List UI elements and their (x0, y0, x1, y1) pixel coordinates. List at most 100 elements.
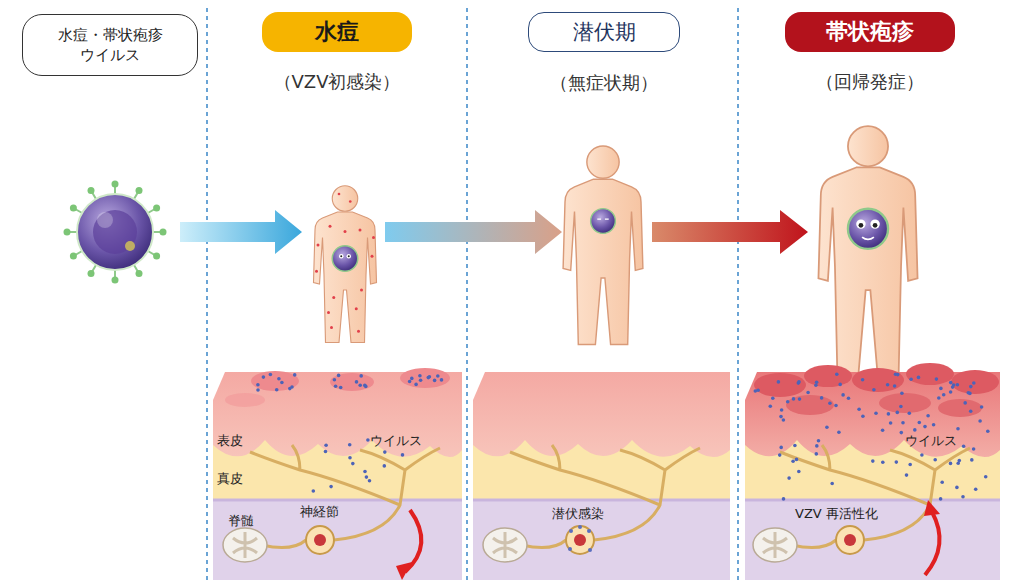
virus-dot (348, 456, 352, 460)
virus-dot (874, 411, 878, 415)
virus-dot (293, 373, 297, 377)
stage-subtitle: （VZV初感染） (202, 70, 472, 94)
virus-dot (366, 438, 370, 442)
virus-label: ウイルス (905, 432, 957, 450)
virus-dot (815, 444, 819, 448)
part-label: 脊髄 (228, 512, 254, 530)
virus-dot (909, 378, 913, 382)
virus-dot (797, 470, 801, 474)
virus-dot (918, 421, 922, 425)
virus-dot (363, 384, 367, 388)
stage-pill: 潜伏期（無症状期） (528, 12, 680, 52)
virus-dot (418, 374, 422, 378)
state-label: 潜伏感染 (552, 505, 604, 523)
stage-title: 帯状疱疹 (826, 17, 914, 47)
virus-dot (841, 393, 845, 397)
virus-dot (900, 392, 904, 396)
flow-arrow (652, 210, 808, 254)
stage-title: 水痘・帯状疱疹 ウイルス (53, 25, 167, 65)
virus-dot (817, 439, 821, 443)
virus-dot (961, 495, 965, 499)
virus-dot (970, 458, 974, 462)
flow-arrow (385, 210, 562, 254)
virus-dot (779, 415, 783, 419)
virus-dot (339, 386, 343, 390)
virus-dot (956, 383, 960, 387)
stage-title: 水痘 (315, 17, 359, 47)
virus-dot (351, 462, 355, 466)
virus-dot (312, 489, 316, 493)
virus-dot (358, 384, 362, 388)
virus-dot (792, 397, 796, 401)
virus-dot (256, 388, 260, 392)
virus-dot (881, 428, 885, 432)
virus-dot (779, 446, 783, 450)
virus-dot (798, 397, 802, 401)
virus-dot (881, 461, 885, 465)
virus-dot (949, 462, 953, 466)
virus-dot (972, 381, 976, 385)
virus-dot (962, 444, 966, 448)
child-figure (314, 186, 377, 343)
virus-dot (275, 388, 279, 392)
virus-dot (436, 374, 440, 378)
skin-section (745, 363, 1000, 580)
virus-dot (939, 387, 943, 391)
virus-dot (939, 497, 943, 501)
virus-dot (786, 400, 790, 404)
virus-dot (908, 463, 912, 467)
virus-dot (269, 373, 273, 377)
virus-dot (334, 384, 338, 388)
virus-dot (937, 396, 941, 400)
virus-dot (942, 393, 946, 397)
virus-dot (825, 425, 829, 429)
virus-dot (968, 392, 972, 396)
virus-dot (958, 459, 962, 463)
virus-dot (791, 460, 795, 464)
virus-dot (348, 443, 352, 447)
virus-dot (363, 470, 367, 474)
virus-dot (980, 405, 984, 409)
virus-dot (433, 379, 437, 383)
virus-dot (408, 380, 412, 384)
virus-dot (324, 443, 328, 447)
virus-dot (383, 464, 387, 468)
virus-dot (887, 412, 891, 416)
virus-dot (815, 452, 819, 456)
virus-dot (963, 401, 967, 405)
virus-dot (414, 383, 418, 387)
ganglion (306, 526, 864, 554)
virus-dot (782, 497, 786, 501)
virus-dot (355, 380, 359, 384)
virus-dot (857, 407, 861, 411)
virus-dot (365, 475, 369, 479)
virus-dot (806, 391, 810, 395)
column-divider (207, 8, 738, 583)
virus-dot (900, 431, 904, 435)
virus-dot (290, 385, 294, 389)
virus-dot (769, 405, 773, 409)
virus-dot (820, 396, 824, 400)
virus-dot (337, 374, 341, 378)
virus-dot (901, 421, 905, 425)
virus-dot (410, 377, 414, 381)
virus-dot (896, 411, 900, 415)
skin-section (473, 372, 730, 580)
virus-dot (280, 381, 284, 385)
virus-dot (899, 405, 903, 409)
virus-label: ウイルス (370, 432, 422, 450)
virus-dot (955, 486, 959, 490)
stage-pill: 帯状疱疹（回帰発症） (785, 12, 955, 52)
virus-dots (256, 372, 990, 500)
virus-dot (756, 389, 760, 393)
virus-dot (793, 444, 797, 448)
part-label: 神経節 (300, 503, 339, 521)
virus-dot (886, 383, 890, 387)
state-label: VZV 再活性化 (795, 505, 878, 523)
virus-dot (795, 458, 799, 462)
stage-pill: 水痘（VZV初感染） (262, 12, 412, 52)
virus-dot (895, 460, 899, 464)
virus-dot (324, 450, 328, 454)
virus-dot (933, 458, 937, 462)
